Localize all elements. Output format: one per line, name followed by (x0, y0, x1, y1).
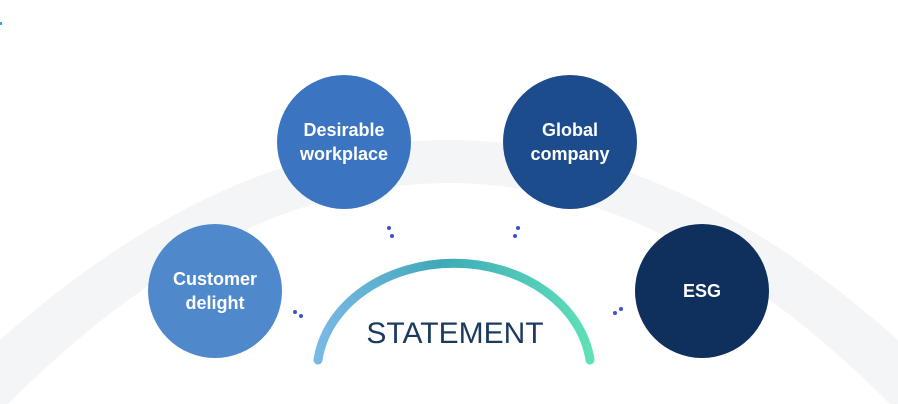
node-label: Global company (530, 120, 610, 164)
connector-dot (513, 234, 517, 238)
connector-dot (299, 314, 303, 318)
connector-dot (390, 234, 394, 238)
node-label: Customer delight (172, 269, 257, 313)
connector-dot (293, 310, 297, 314)
node-customer-delight: Customer delight (148, 224, 282, 358)
node-esg: ESG (635, 224, 769, 358)
connector-dot (619, 307, 623, 311)
node-label: Desirable workplace (299, 120, 389, 164)
node-global-company: Global company (503, 75, 637, 209)
corner-mark (0, 22, 2, 25)
connector-dot (613, 311, 617, 315)
node-label: ESG (682, 281, 721, 301)
node-desirable-workplace: Desirable workplace (277, 75, 411, 209)
connector-dot (516, 226, 520, 230)
connector-dot (387, 226, 391, 230)
statement-label: STATEMENT (366, 317, 544, 350)
statement-arc (313, 258, 595, 365)
